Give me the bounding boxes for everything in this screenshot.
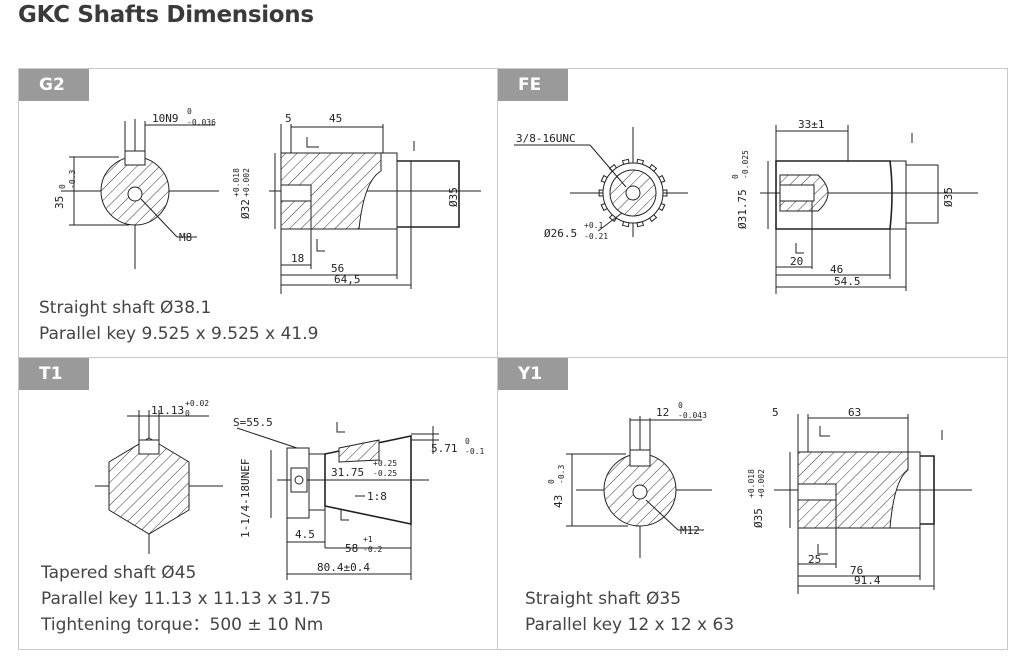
svg-text:-0.3: -0.3 xyxy=(68,170,77,189)
t1-caption-2: Parallel key 11.13 x 11.13 x 31.75 xyxy=(41,589,332,609)
svg-text:0: 0 xyxy=(187,107,192,116)
svg-text:54.5: 54.5 xyxy=(834,275,861,288)
svg-text:5: 5 xyxy=(772,406,779,419)
fe-drawing: 3/8-16UNC Ø26.5 +0.1 -0.21 33±1 Ø31.75 0… xyxy=(514,118,978,294)
svg-text:0: 0 xyxy=(58,184,67,189)
svg-text:+0.002: +0.002 xyxy=(757,469,766,498)
svg-text:-0.043: -0.043 xyxy=(678,411,707,420)
svg-text:+0.1: +0.1 xyxy=(584,221,603,230)
g2-dia32: Ø32 xyxy=(239,199,252,219)
fe-dia3175: Ø31.75 xyxy=(736,189,749,229)
fe-dia26: Ø26.5 xyxy=(544,227,577,240)
fe-unc: 3/8-16UNC xyxy=(516,132,576,145)
svg-text:0: 0 xyxy=(731,174,740,179)
svg-text:76: 76 xyxy=(850,564,863,577)
svg-text:-0.21: -0.21 xyxy=(584,232,608,241)
panel-fe: FE 3/8-16UNC Ø26.5 +0.1 -0.21 33±1 Ø31.7… xyxy=(497,68,1008,358)
svg-text:64,5: 64,5 xyxy=(334,273,361,286)
y1-dia35: Ø35 xyxy=(752,508,765,528)
panel-t1: T1 11.13 +0.02 0 S=55.5 1-1/4-18UNEF 31.… xyxy=(18,357,498,650)
t1-s: S=55.5 xyxy=(233,416,273,429)
g2-d45: 45 xyxy=(329,112,342,125)
g2-height-dim: 35 xyxy=(53,196,66,209)
t1-taper: 1:8 xyxy=(367,490,387,503)
svg-text:+0.018: +0.018 xyxy=(232,168,241,197)
svg-text:20: 20 xyxy=(790,255,803,268)
y1-d12: 12 xyxy=(656,406,669,419)
panel-y1: Y1 12 0 -0.043 43 0 -0.3 M12 5 63 xyxy=(497,357,1008,650)
y1-caption-2: Parallel key 12 x 12 x 63 xyxy=(525,615,735,635)
g2-dia35: Ø35 xyxy=(447,187,460,207)
svg-text:18: 18 xyxy=(291,252,304,265)
fe-dia35: Ø35 xyxy=(942,187,955,207)
svg-text:4.5: 4.5 xyxy=(295,528,315,541)
t1-d3175: 31.75 xyxy=(331,466,364,479)
panel-g2: G2 10N9 0 -0.036 35 0 -0.3 M8 5 45 xyxy=(18,68,498,358)
tab-fe: FE xyxy=(498,69,568,101)
svg-text:-0.25: -0.25 xyxy=(373,469,397,478)
svg-text:-0.2: -0.2 xyxy=(363,545,382,554)
tab-g2: G2 xyxy=(19,69,89,101)
svg-text:0: 0 xyxy=(465,437,470,446)
t1-d571: 5.71 xyxy=(431,442,458,455)
fe-d33: 33±1 xyxy=(798,118,825,131)
y1-d63: 63 xyxy=(848,406,861,419)
t1-d58: 58 xyxy=(345,542,358,555)
y1-h43: 43 xyxy=(552,495,565,508)
svg-text:+0.002: +0.002 xyxy=(242,168,251,197)
g2-caption-2: Parallel key 9.525 x 9.525 x 41.9 xyxy=(39,324,319,344)
svg-text:91.4: 91.4 xyxy=(854,574,881,587)
svg-text:56: 56 xyxy=(331,262,344,275)
svg-text:+0.018: +0.018 xyxy=(747,469,756,498)
page-title: GKC Shafts Dimensions xyxy=(18,2,314,28)
y1-thread: M12 xyxy=(680,524,700,537)
svg-text:0: 0 xyxy=(185,409,190,418)
y1-caption-1: Straight shaft Ø35 xyxy=(525,589,682,609)
svg-text:+0.02: +0.02 xyxy=(185,399,209,408)
g2-caption-1: Straight shaft Ø38.1 xyxy=(39,298,212,318)
svg-text:0: 0 xyxy=(547,479,556,484)
g2-key-dim: 10N9 xyxy=(152,112,179,125)
t1-unef: 1-1/4-18UNEF xyxy=(239,459,252,538)
tab-y1: Y1 xyxy=(498,358,568,390)
t1-d804: 80.4±0.4 xyxy=(317,561,370,574)
svg-text:+1: +1 xyxy=(363,535,373,544)
svg-text:+0.25: +0.25 xyxy=(373,459,397,468)
t1-caption-1: Tapered shaft Ø45 xyxy=(41,563,197,583)
svg-text:46: 46 xyxy=(830,263,843,276)
svg-text:5: 5 xyxy=(285,112,292,125)
t1-d1113: 11.13 xyxy=(151,404,184,417)
fe-spline-teeth xyxy=(598,158,668,228)
tab-t1: T1 xyxy=(19,358,89,390)
t1-hex-view xyxy=(108,437,190,535)
g2-thread-dim: M8 xyxy=(179,231,192,244)
t1-caption-3: Tightening torque：500 ± 10 Nm xyxy=(41,615,324,635)
fe-spline-view xyxy=(602,162,664,224)
svg-text:-0.036: -0.036 xyxy=(187,118,216,127)
y1-drawing: 12 0 -0.043 43 0 -0.3 M12 5 63 Ø35 +0.01… xyxy=(547,401,972,594)
svg-text:-0.1: -0.1 xyxy=(465,447,484,456)
svg-text:0: 0 xyxy=(678,401,683,410)
svg-text:25: 25 xyxy=(808,553,821,566)
svg-text:-0.3: -0.3 xyxy=(557,465,566,484)
g2-drawing: 10N9 0 -0.036 35 0 -0.3 M8 5 45 Ø32 +0.0… xyxy=(53,107,481,294)
t1-drawing: 11.13 +0.02 0 S=55.5 1-1/4-18UNEF 31.75 … xyxy=(95,399,484,580)
svg-text:-0.025: -0.025 xyxy=(741,150,750,179)
